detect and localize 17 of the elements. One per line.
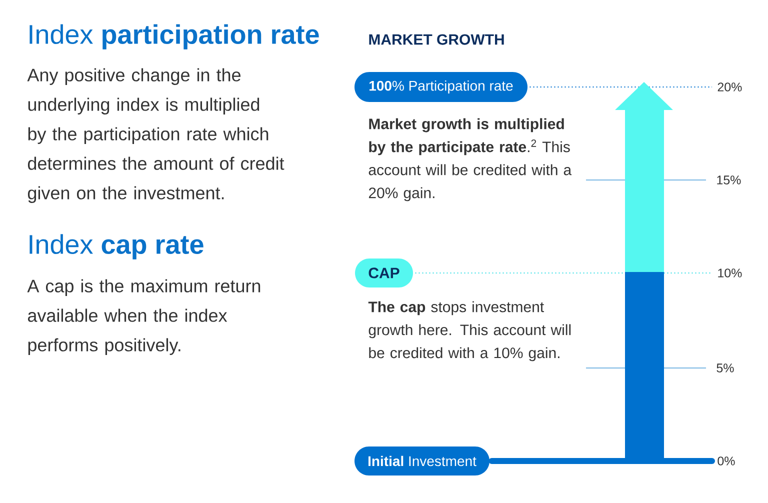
baseline	[488, 458, 715, 464]
axis-tick-label: 0%	[718, 456, 735, 466]
section-heading: MARKET GROWTH	[369, 34, 504, 45]
axis-tick-label: 20%	[718, 82, 742, 92]
dotted-line	[530, 86, 712, 88]
paragraph: Any positive change in the underlying index is multiplied by the participation rate which determines the amount of credit given on the investment.	[27, 68, 284, 203]
axis-tick-label: 5%	[716, 364, 734, 372]
heading: Index participation rate	[30, 24, 319, 50]
axis-tick-label: 10%	[718, 268, 742, 278]
axis-tick-label: 15%	[717, 176, 741, 184]
paragraph: The cap stops investment growth here. This account will be credited with a 10% gain.	[368, 301, 571, 362]
heading: Index cap rate	[30, 234, 204, 260]
pill-label: Initial Investment	[354, 446, 490, 476]
paragraph: A cap is the maximum return available when the index performs positively.	[27, 279, 260, 355]
paragraph: Market growth is multiplied by the participate rate.$^{2}$ This account will be credited with a 20% gain.	[368, 118, 572, 202]
pill-label: CAP	[355, 258, 413, 288]
pill-label: 100% Participation rate	[354, 72, 528, 102]
